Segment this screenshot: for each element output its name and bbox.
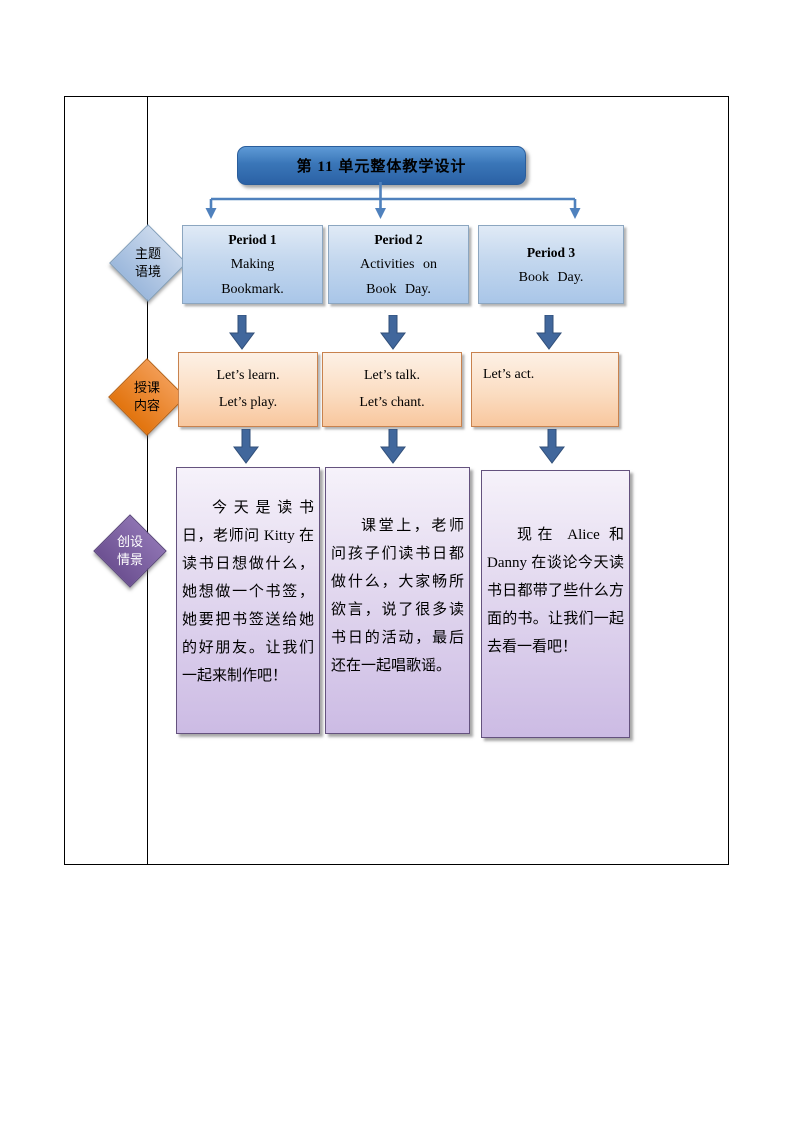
down-arrow-icon bbox=[380, 315, 406, 350]
scenario-text: 课堂上，老师问孩子们读书日都做什么，大家畅所欲言，说了很多读书日的活动，最后还在… bbox=[331, 518, 464, 674]
scenario-text: 现在 Alice 和 Danny 在谈论今天读书日都带了些什么方面的书。让我们一… bbox=[487, 527, 624, 655]
period-2-line2: Book Day. bbox=[366, 282, 431, 297]
diamond-create-scenario: 创设 情景 bbox=[93, 514, 167, 588]
period-2-box: Period 2 Activities on Book Day. bbox=[328, 225, 469, 304]
period-3-box: Period 3 Book Day. bbox=[478, 225, 624, 304]
period-2-title: Period 2 bbox=[374, 232, 423, 247]
scenario-box-period1: 今天是读书日，老师问 Kitty 在读书日想做什么，她想做一个书签，她要把书签送… bbox=[176, 467, 320, 734]
period-2-line1: Activities on bbox=[360, 257, 437, 272]
down-arrow-icon bbox=[380, 429, 406, 464]
diamond-create-scenario-label: 创设 情景 bbox=[116, 534, 143, 567]
diamond-teaching-content-label: 授课 内容 bbox=[133, 380, 160, 413]
content-box-period3: Let’s act. bbox=[471, 352, 619, 427]
unit-title-label: 第 11 单元整体教学设计 bbox=[296, 159, 467, 175]
period-1-line1: Making bbox=[230, 257, 275, 272]
content-box-period2: Let’s talk. Let’s chant. bbox=[322, 352, 462, 427]
down-arrow-icon bbox=[233, 429, 259, 464]
diamond-theme-context-label: 主题 语境 bbox=[134, 246, 161, 279]
content-line1: Let’s act. bbox=[483, 367, 535, 382]
content-line1: Let’s learn. bbox=[216, 368, 280, 383]
scenario-box-period2: 课堂上，老师问孩子们读书日都做什么，大家畅所欲言，说了很多读书日的活动，最后还在… bbox=[325, 467, 470, 734]
period-3-line1: Book Day. bbox=[518, 269, 584, 285]
period-1-line2: Bookmark. bbox=[221, 282, 284, 297]
period-1-title: Period 1 bbox=[228, 232, 277, 247]
table-column-divider bbox=[147, 97, 148, 864]
down-arrow-icon bbox=[229, 315, 255, 350]
content-line1: Let’s talk. bbox=[364, 368, 420, 383]
down-arrow-icon bbox=[539, 429, 565, 464]
scenario-text: 今天是读书日，老师问 Kitty 在读书日想做什么，她想做一个书签，她要把书签送… bbox=[182, 500, 314, 684]
table-border bbox=[64, 96, 729, 865]
period-1-box: Period 1 Making Bookmark. bbox=[182, 225, 323, 304]
branch-connector-arrows-icon bbox=[205, 182, 581, 219]
down-arrow-icon bbox=[536, 315, 562, 350]
period-3-title: Period 3 bbox=[526, 244, 576, 260]
content-box-period1: Let’s learn. Let’s play. bbox=[178, 352, 318, 427]
content-line2: Let’s play. bbox=[218, 395, 278, 410]
diamond-teaching-content: 授课 内容 bbox=[108, 358, 186, 436]
scenario-box-period3: 现在 Alice 和 Danny 在谈论今天读书日都带了些什么方面的书。让我们一… bbox=[481, 470, 630, 738]
content-line2: Let’s chant. bbox=[359, 395, 425, 410]
diamond-theme-context: 主题 语境 bbox=[109, 224, 187, 302]
